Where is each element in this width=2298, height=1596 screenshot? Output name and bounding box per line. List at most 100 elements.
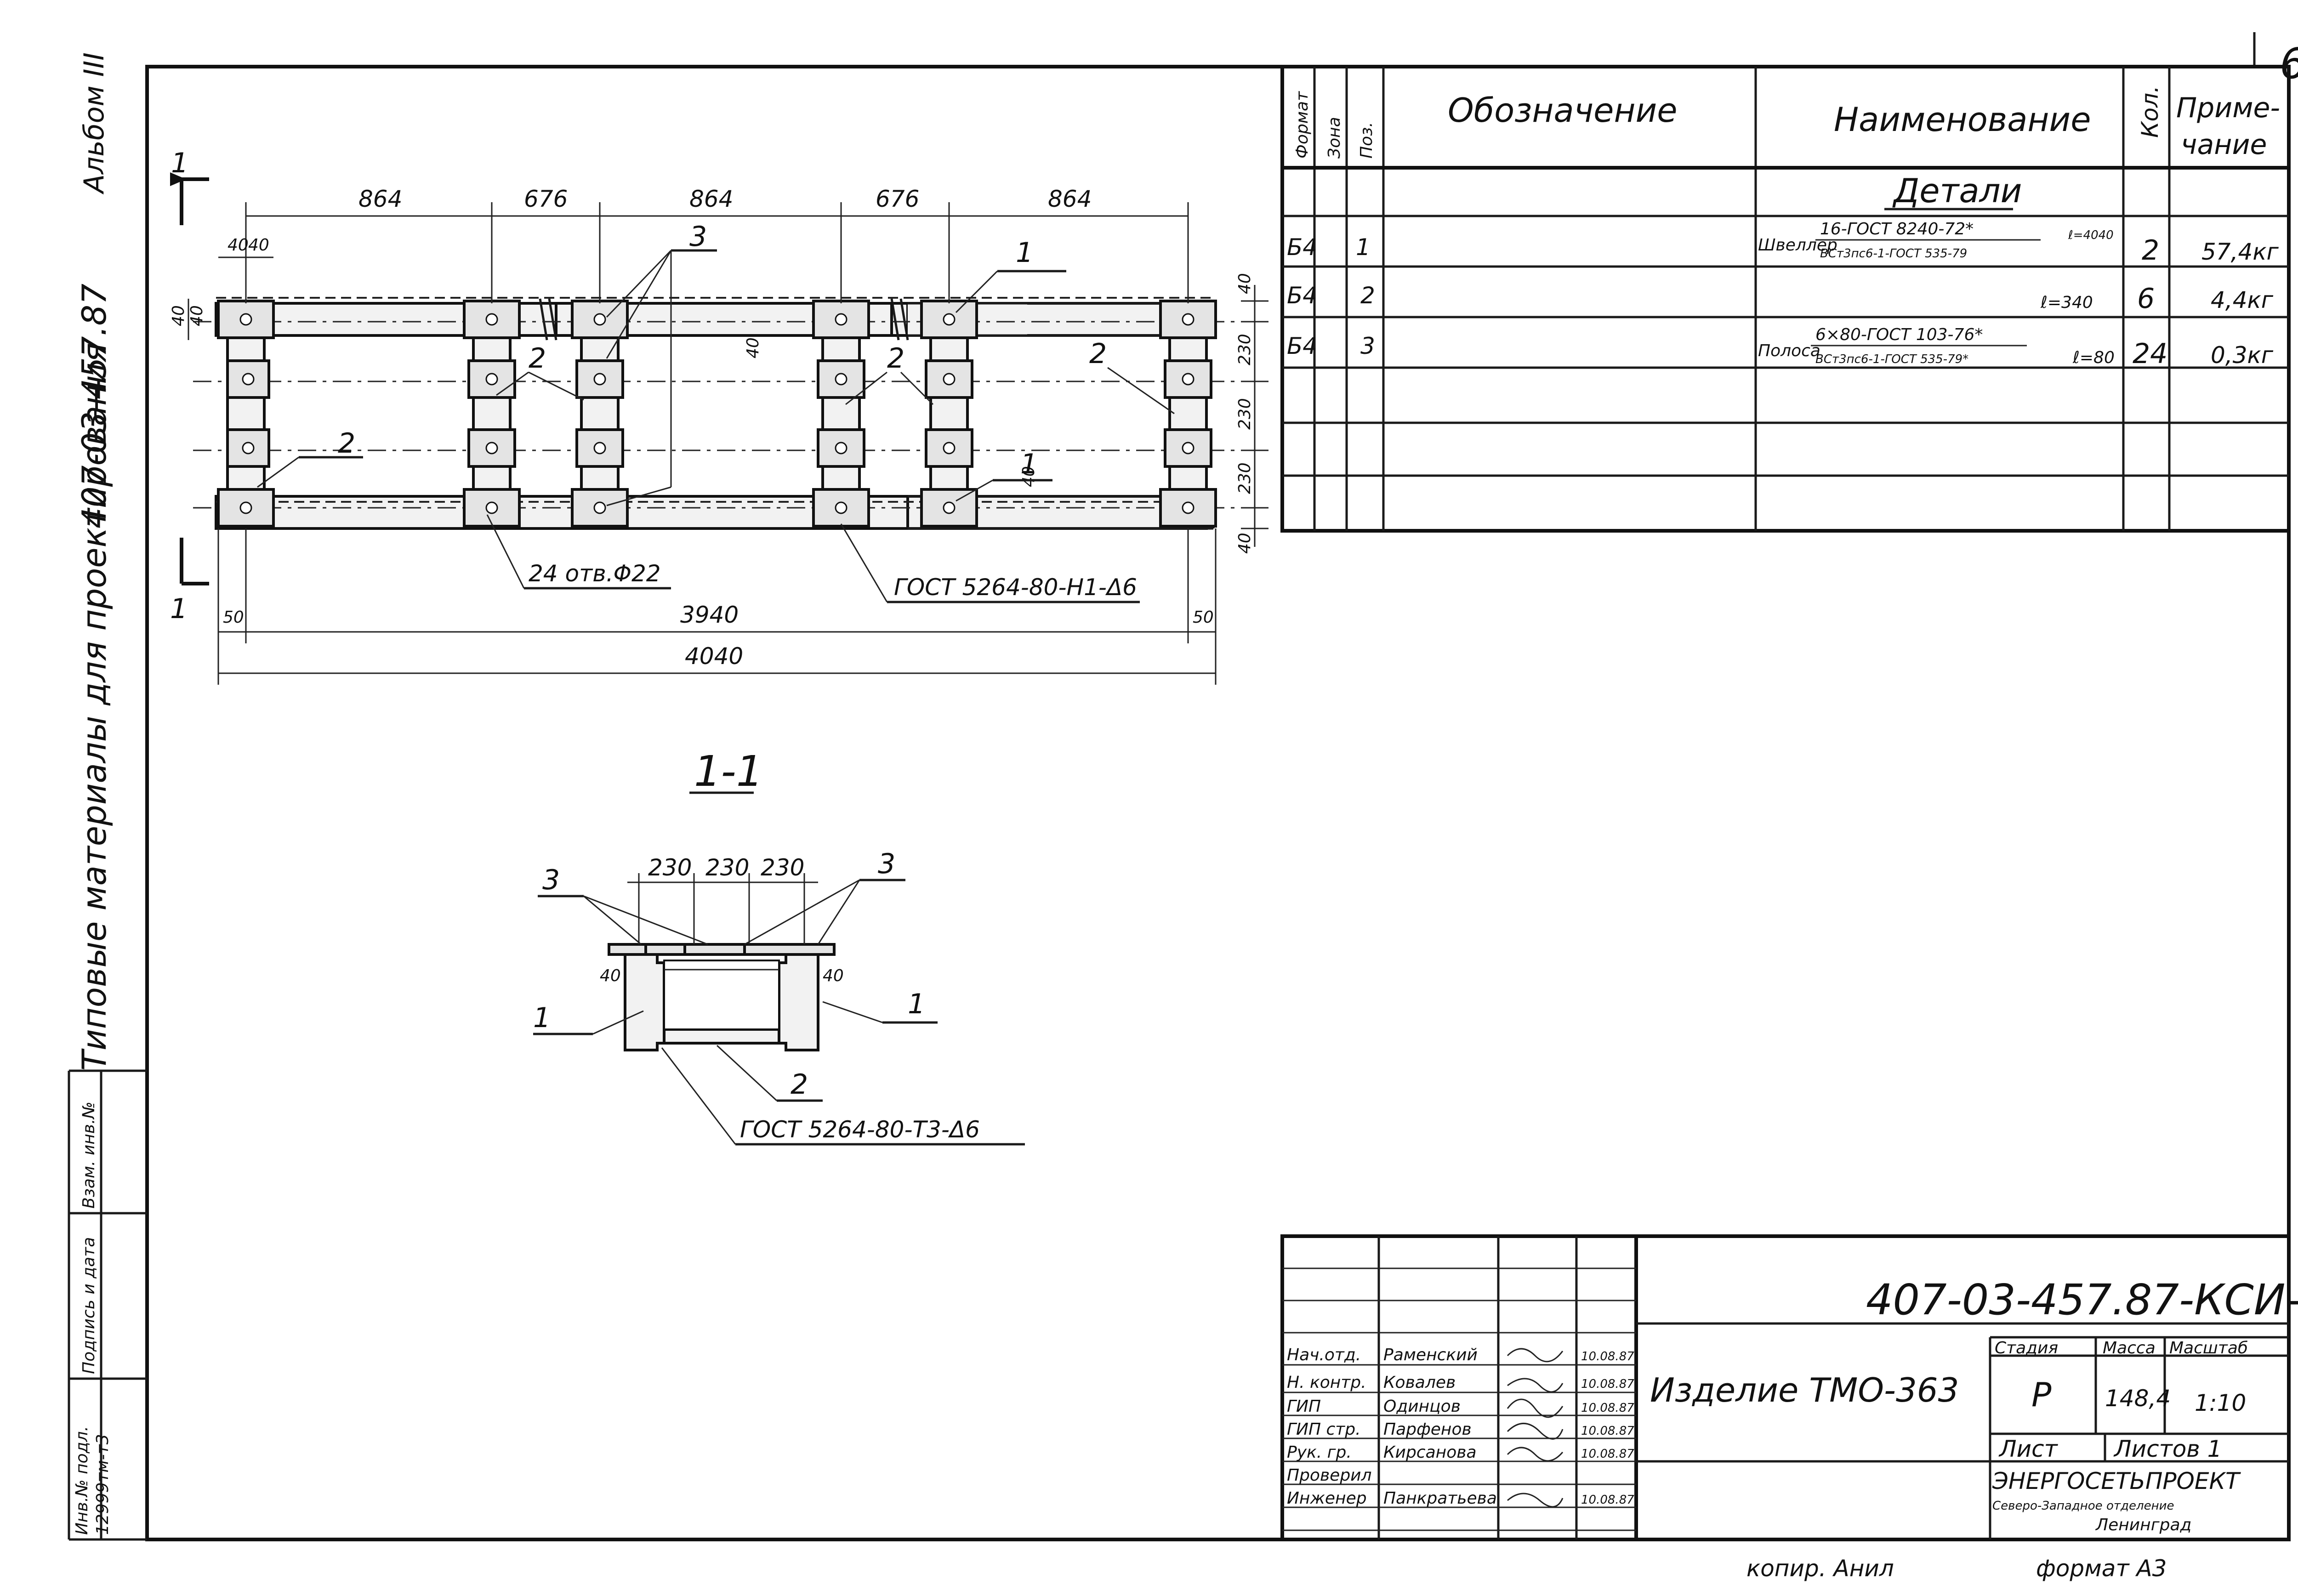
- row2-format: Б4: [1287, 282, 1317, 309]
- podpis-label: Подпись и дата: [80, 1237, 98, 1374]
- role-4: ГИП стр.: [1287, 1420, 1361, 1439]
- row1-pos: 1: [1356, 234, 1371, 261]
- role-3: ГИП: [1287, 1397, 1321, 1416]
- dim-top-5: 864: [1048, 186, 1092, 212]
- row3-length: ℓ=80: [2072, 348, 2115, 367]
- hdr-format: Формат: [1293, 91, 1312, 159]
- dim-top-1: 864: [358, 186, 402, 212]
- role-6: Проверил: [1287, 1466, 1372, 1485]
- row1-format: Б4: [1287, 234, 1317, 261]
- post-5: [920, 300, 978, 528]
- dim-small-1: 40: [228, 236, 249, 255]
- section-side-dim-1: 40: [600, 966, 621, 985]
- date-7: 10.08.87: [1581, 1493, 1634, 1507]
- row3-qty: 24: [2133, 338, 2167, 370]
- holes-note: 24 отв.Φ22: [529, 560, 661, 587]
- pos-2-a: 2: [529, 342, 546, 375]
- title-code: 407-03-457.87-КСИ-004: [1866, 1275, 2298, 1324]
- row3-name-bottom: ВСт3пс6-1-ГОСТ 535-79*: [1815, 352, 1968, 366]
- section-dim-1: 230: [648, 854, 692, 881]
- spec-table: Формат Зона Поз. Обозначение Наименовани…: [1280, 65, 2291, 533]
- side-doc-number: 407-03-457.87: [75, 284, 114, 528]
- pos-2-c: 2: [1089, 338, 1107, 370]
- title-block: 407-03-457.87-КСИ-004 Изделие ТМО-363 Ст…: [1280, 1234, 2298, 1541]
- section-pos-3-right: 3: [878, 848, 895, 880]
- post-3: [571, 300, 629, 528]
- row2-pos: 2: [1360, 282, 1375, 309]
- date-4: 10.08.87: [1581, 1424, 1634, 1438]
- footer: копир. Анил формат А3: [1746, 1555, 2167, 1582]
- dim-left-1: 40: [169, 305, 188, 326]
- signatures: Нач.отд. Раменский 10.08.87 Н. контр. Ко…: [1287, 1346, 1634, 1508]
- hdr-designation: Обозначение: [1448, 91, 1678, 130]
- hdr-name: Наименование: [1834, 100, 2091, 139]
- dim-bottom-left: 50: [223, 608, 244, 627]
- hdr-note-2: чание: [2181, 129, 2267, 161]
- mass-value: 148,4: [2105, 1385, 2171, 1412]
- sheets-header: Листов 1: [2113, 1436, 2222, 1462]
- name-1: Раменский: [1383, 1346, 1478, 1364]
- dim-right-4: 230: [1235, 462, 1254, 494]
- row2-length: ℓ=340: [2040, 293, 2093, 312]
- name-5: Кирсанова: [1383, 1443, 1477, 1462]
- stage-header: Стадия: [1995, 1339, 2058, 1357]
- section-weld-note: ГОСТ 5264-80-Т3-Δ6: [740, 1116, 980, 1143]
- hdr-qty: Кол.: [2137, 85, 2163, 138]
- date-3: 10.08.87: [1581, 1401, 1634, 1415]
- pos-2-b: 2: [887, 342, 904, 375]
- pos-2-d: 2: [338, 427, 355, 460]
- post-4: [812, 300, 870, 528]
- series-title: Типовые материалы для проектирования: [75, 343, 114, 1071]
- plan-weld-note: ГОСТ 5264-80-Н1-Δ6: [894, 574, 1137, 601]
- row3-note: 0,3кг: [2211, 342, 2274, 369]
- row3-format: Б4: [1287, 333, 1317, 359]
- group-title: Детали: [1892, 171, 2022, 210]
- org-city: Ленинград: [2095, 1516, 2191, 1534]
- row2-note: 4,4кг: [2211, 287, 2274, 313]
- dim-right-5: 40: [1235, 533, 1254, 554]
- dim-bottom-main: 3940: [680, 602, 739, 628]
- hdr-pos: Поз.: [1357, 122, 1376, 159]
- album-label: Альбом III: [78, 52, 110, 195]
- pos-1-bottom: 1: [1020, 448, 1038, 480]
- vzam-label: Взам. инв.№: [80, 1102, 98, 1209]
- section-dim-3: 230: [761, 854, 804, 881]
- date-2: 10.08.87: [1581, 1377, 1634, 1391]
- post-1: [217, 300, 275, 528]
- stage-value: Р: [2031, 1375, 2052, 1414]
- section-1-1: 1-1 230 230 230 40 40 3 3 1: [533, 747, 1025, 1146]
- name-7: Панкратьева: [1383, 1489, 1497, 1508]
- section-title: 1-1: [694, 747, 763, 796]
- post-2: [463, 300, 521, 528]
- date-1: 10.08.87: [1581, 1350, 1634, 1363]
- dim-overall: 4040: [685, 643, 743, 670]
- row3-name-top: 6×80-ГОСТ 103-76*: [1815, 325, 1983, 344]
- dim-bottom-right: 50: [1193, 608, 1214, 627]
- inv-label: Инв.№ подл.: [73, 1426, 91, 1535]
- product-name: Изделие ТМО-363: [1650, 1371, 1959, 1409]
- left-margin: Альбом III 407-03-457.87 Типовые материа…: [68, 52, 147, 1541]
- hdr-note-1: Приме-: [2176, 92, 2280, 124]
- row1-qty: 2: [2142, 234, 2159, 267]
- section-pos-1-left: 1: [533, 1002, 551, 1034]
- dim-right-3: 230: [1235, 398, 1254, 430]
- pos-1-top: 1: [1016, 237, 1033, 269]
- row3-prefix: Полоса: [1758, 341, 1820, 360]
- scale-header: Масштаб: [2169, 1339, 2248, 1357]
- dim-small-2: 40: [248, 236, 269, 255]
- org-name: ЭНЕРГОСЕТЬПРОЕКТ: [1992, 1468, 2241, 1494]
- section-side-dim-2: 40: [823, 966, 844, 985]
- inv-value: 12999тм-т3: [93, 1434, 112, 1535]
- mass-header: Масса: [2103, 1339, 2156, 1357]
- dim-inner-2: 40: [1019, 466, 1038, 487]
- name-3: Одинцов: [1383, 1397, 1461, 1416]
- name-4: Парфенов: [1383, 1420, 1472, 1439]
- row1-prefix: Швеллер: [1758, 236, 1837, 255]
- role-2: Н. контр.: [1287, 1373, 1366, 1392]
- date-5: 10.08.87: [1581, 1447, 1634, 1461]
- name-2: Ковалев: [1383, 1373, 1456, 1392]
- hdr-zone: Зона: [1325, 117, 1344, 159]
- dim-top-4: 676: [876, 186, 919, 212]
- dim-left-2: 40: [188, 305, 206, 326]
